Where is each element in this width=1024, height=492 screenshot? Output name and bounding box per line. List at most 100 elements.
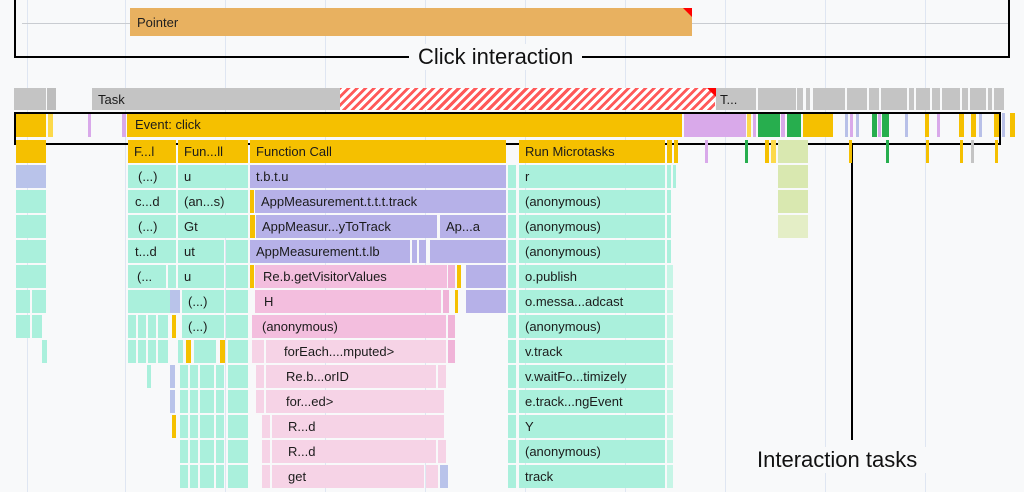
stack-frame[interactable] (508, 440, 516, 463)
stack-frame[interactable] (667, 265, 673, 288)
stack-frame[interactable]: v.track (519, 340, 665, 363)
stack-frame[interactable]: forEach....mputed> (266, 340, 446, 363)
task-block[interactable] (909, 88, 914, 110)
stack-frame[interactable]: Gt (178, 215, 248, 238)
fn-block[interactable] (674, 140, 678, 163)
event-block[interactable] (971, 113, 976, 137)
stack-frame[interactable] (508, 265, 516, 288)
stack-frame[interactable] (438, 365, 446, 388)
stack-frame[interactable] (200, 415, 214, 438)
stack-frame[interactable] (16, 265, 46, 288)
gc-block[interactable] (778, 165, 808, 188)
stack-frame[interactable] (226, 240, 248, 263)
stack-frame[interactable]: Re.b.getVisitorValues (255, 265, 447, 288)
stack-frame[interactable] (508, 340, 516, 363)
stack-frame[interactable] (32, 290, 46, 313)
task-block[interactable] (847, 88, 867, 110)
task-block[interactable] (881, 88, 907, 110)
task-block[interactable] (869, 88, 879, 110)
stack-frame[interactable] (158, 315, 168, 338)
stack-frame[interactable]: for...ed> (266, 390, 444, 413)
function-call-block[interactable]: Function Call (250, 140, 506, 163)
fn-block[interactable] (250, 190, 254, 213)
stack-frame[interactable] (180, 390, 188, 413)
stack-frame[interactable] (216, 390, 224, 413)
composite-block[interactable] (878, 113, 881, 137)
composite-block[interactable] (753, 113, 756, 137)
stack-frame[interactable] (667, 240, 671, 263)
run-microtasks-block[interactable]: Run Microtasks (519, 140, 665, 163)
misc-block[interactable] (979, 113, 982, 137)
stack-frame[interactable] (138, 315, 146, 338)
stack-frame[interactable] (673, 165, 676, 188)
stack-frame[interactable] (128, 290, 172, 313)
stack-frame[interactable] (138, 340, 146, 363)
stack-frame[interactable] (438, 440, 446, 463)
composite-block[interactable] (88, 113, 91, 137)
stack-frame[interactable]: Y (519, 415, 665, 438)
stack-frame[interactable]: v.waitFo...timizely (519, 365, 665, 388)
misc-block[interactable] (845, 113, 848, 137)
stack-frame[interactable] (226, 265, 248, 288)
stack-frame[interactable]: (anonymous) (519, 190, 665, 213)
stack-frame[interactable] (128, 340, 136, 363)
stack-frame[interactable]: u (178, 165, 248, 188)
composite-block[interactable] (122, 113, 126, 137)
stack-frame[interactable] (252, 340, 264, 363)
stack-frame[interactable] (16, 315, 30, 338)
stack-frame[interactable]: (... (128, 265, 166, 288)
paint-block[interactable] (882, 113, 889, 137)
task-block[interactable] (758, 88, 796, 110)
task-block[interactable] (970, 88, 986, 110)
fn-block[interactable] (172, 315, 176, 338)
stack-frame[interactable] (180, 415, 188, 438)
stack-frame[interactable] (16, 240, 46, 263)
stack-frame[interactable] (190, 415, 198, 438)
stack-frame[interactable]: get (272, 465, 424, 488)
stack-frame[interactable] (508, 465, 516, 488)
event-block[interactable] (803, 113, 833, 137)
stack-frame[interactable] (419, 240, 426, 263)
composite-block[interactable] (684, 113, 746, 137)
stack-frame[interactable] (200, 465, 214, 488)
stack-frame[interactable] (147, 365, 151, 388)
stack-frame[interactable]: (anonymous) (519, 215, 665, 238)
stack-frame[interactable]: (...) (128, 215, 176, 238)
stack-frame[interactable] (16, 290, 30, 313)
misc-block[interactable] (1002, 113, 1005, 137)
stack-frame[interactable] (667, 415, 673, 438)
stack-frame[interactable] (190, 465, 198, 488)
misc-block[interactable] (16, 165, 46, 188)
stack-frame[interactable]: (...) (182, 290, 224, 313)
misc-block[interactable] (905, 113, 908, 137)
stack-frame[interactable]: track (519, 465, 665, 488)
paint-block[interactable] (872, 113, 877, 137)
stack-frame[interactable] (228, 465, 248, 488)
stack-frame[interactable] (466, 290, 506, 313)
fn-block[interactable] (995, 140, 998, 163)
stack-frame[interactable] (190, 365, 198, 388)
stack-frame[interactable] (200, 390, 214, 413)
stack-frame[interactable] (508, 415, 516, 438)
composite-block[interactable] (705, 140, 708, 163)
stack-frame[interactable]: (an...s) (178, 190, 248, 213)
stack-frame[interactable] (667, 165, 671, 188)
task-block[interactable] (932, 88, 940, 110)
fn-block[interactable] (765, 140, 769, 163)
task-block[interactable] (988, 88, 992, 110)
stack-frame[interactable] (216, 465, 224, 488)
stack-frame[interactable]: (...) (128, 165, 176, 188)
stack-frame[interactable] (200, 440, 214, 463)
stack-frame[interactable] (128, 315, 136, 338)
event-block[interactable] (994, 113, 999, 137)
stack-frame[interactable] (228, 340, 248, 363)
stack-frame[interactable] (32, 315, 42, 338)
misc-block[interactable] (170, 290, 180, 313)
stack-frame[interactable]: r (519, 165, 665, 188)
fn-block[interactable] (220, 340, 225, 363)
stack-frame[interactable]: (anonymous) (519, 440, 665, 463)
fn-block[interactable] (455, 290, 458, 313)
stack-frame[interactable]: AppMeasurement.t.lb (250, 240, 410, 263)
stack-frame[interactable]: R...d (272, 415, 444, 438)
stack-frame[interactable]: (anonymous) (519, 315, 665, 338)
